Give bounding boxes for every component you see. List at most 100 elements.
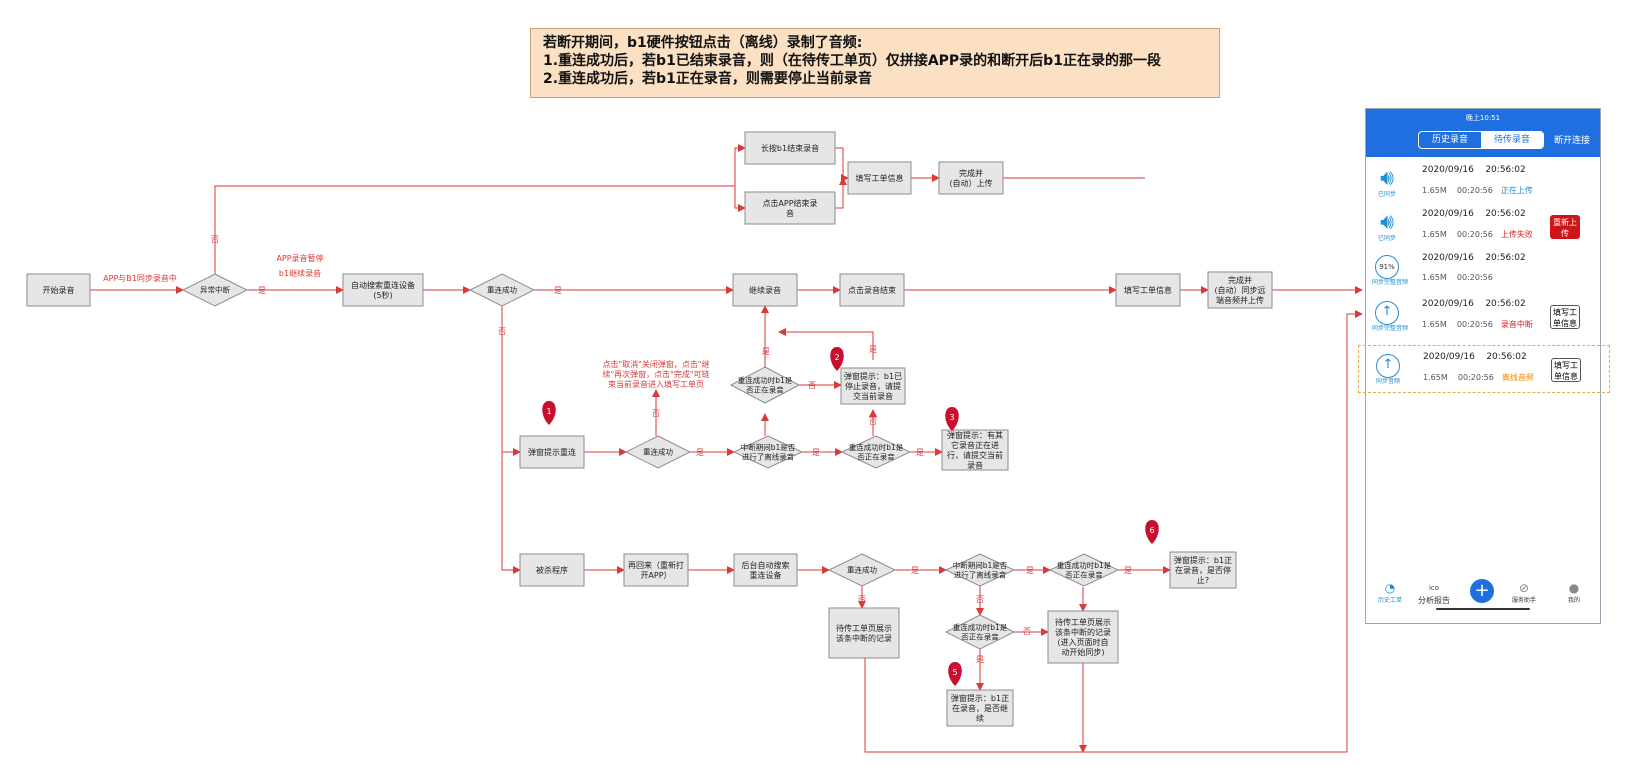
b1-recording-check-b-diamond xyxy=(840,435,912,469)
record-meta: 1.65M 00:20:56 xyxy=(1422,273,1493,282)
fill-order-button[interactable]: 填写工单信息 xyxy=(1550,305,1580,329)
complete-upload-top-box xyxy=(938,161,1004,195)
app-killed-label: 被杀程序 xyxy=(536,565,568,575)
record-row[interactable]: ↑同步完整音频 2020/09/16 20:56:02 1.65M 00:20:… xyxy=(1366,293,1600,343)
offline-recording-check-label: 进行了离线录音 xyxy=(742,451,795,461)
reconnect-success-3-diamond xyxy=(827,553,897,587)
progress-ring: 91%同步完整音频 xyxy=(1372,255,1408,291)
upload-arrow-icon: ↑同步完整音频 xyxy=(1372,301,1408,337)
no-label: 否 xyxy=(808,381,816,390)
popup-continue-question-box xyxy=(946,689,1014,727)
speaker-icon: 🔊︎已同步 xyxy=(1377,166,1396,199)
nav-service-assistant[interactable]: ⊘服务助手 xyxy=(1511,581,1536,604)
click-app-end-label: 音 xyxy=(786,208,794,218)
phone-header: 晚上10:51 历史录音 待传录音 断开连接 xyxy=(1366,109,1600,157)
pending-order-show-label: 待传工单页展示 xyxy=(836,623,892,633)
step-marker-icon xyxy=(542,401,556,425)
record-row[interactable]: 🔊︎已同步 2020/09/16 20:56:02 1.65M 00:20:56… xyxy=(1366,159,1600,209)
yes-label: 是 xyxy=(911,566,919,575)
cancel-hint-label: 续"再次弹窗，点击"完成"可链 xyxy=(602,369,709,379)
fill-order-button[interactable]: 填写工单信息 xyxy=(1551,358,1581,382)
click-app-end-box xyxy=(744,191,836,225)
yes-label: 是 xyxy=(696,448,704,457)
yes-label: 是 xyxy=(869,345,877,354)
phone-mockup: 晚上10:51 历史录音 待传录音 断开连接 🔊︎已同步 2020/09/16 … xyxy=(1358,108,1610,624)
app-pause-label: APP录音暂停 xyxy=(276,253,323,263)
offline-recording-check-2-label: 中断期间b1是否 xyxy=(953,560,1008,570)
popup-other-recording-box xyxy=(941,429,1009,471)
record-row-highlighted[interactable]: ↑同步音频 2020/09/16 20:56:02 1.65M 00:20:56… xyxy=(1358,345,1610,393)
note-line-2: 1.重连成功后，若b1已结束录音，则（在待传工单页）仅拼接APP录的和断开后b1… xyxy=(543,53,1161,69)
popup-continue-question-label: 在录音，是否继 xyxy=(952,703,1008,713)
b1-recording-check-b-label: 重连成功时b1是 xyxy=(849,442,904,452)
tab-history[interactable]: 历史录音 xyxy=(1431,135,1468,145)
complete-sync-upload-label: 完成并 xyxy=(1228,275,1252,285)
record-datetime: 2020/09/16 20:56:02 xyxy=(1422,253,1526,263)
record-datetime: 2020/09/16 20:56:02 xyxy=(1422,209,1526,219)
sync-recording-label: APP与B1同步录音中 xyxy=(103,273,177,283)
reupload-button[interactable]: 重新上传 xyxy=(1550,215,1580,239)
popup-reconnect-box xyxy=(519,435,585,469)
b1-recording-check-c-diamond xyxy=(1048,553,1120,587)
record-datetime: 2020/09/16 20:56:02 xyxy=(1422,165,1526,175)
add-icon[interactable]: + xyxy=(1470,579,1494,603)
step-marker-number: 2 xyxy=(834,353,839,362)
popup-b1-stopped-label: 停止录音，请提 xyxy=(845,381,901,391)
b1-continue-label: b1继续录音 xyxy=(279,268,321,278)
record-status: 正在上传 xyxy=(1500,186,1533,195)
popup-other-recording-label: 录音 xyxy=(967,460,983,470)
start-recording-label: 开始录音 xyxy=(43,285,75,295)
connector-line xyxy=(501,452,521,574)
fill-order-top-box xyxy=(847,161,912,195)
connector-line xyxy=(734,186,746,212)
pending-order-show-box xyxy=(828,607,900,659)
complete-upload-top-label: (自动）上传 xyxy=(949,178,992,188)
disconnect-button[interactable]: 断开连接 xyxy=(1553,136,1590,146)
cancel-hint-label: 点击"取消"关闭弹窗，点击"继 xyxy=(602,359,709,369)
offline-recording-check-label: 中断期间b1是否 xyxy=(741,442,796,452)
background-search-label: 重连设备 xyxy=(750,570,782,580)
note-line-1: 若断开期间，b1硬件按钮点击（离线）录制了音频: xyxy=(543,35,863,51)
pending-order-sync-label: 该条中断的记录 xyxy=(1055,627,1111,637)
popup-stop-question-label: 弹窗提示：b1正 xyxy=(1174,555,1232,565)
record-status: 上传失败 xyxy=(1500,230,1533,239)
popup-other-recording-label: 弹窗提示：有其 xyxy=(947,430,1003,440)
note-line-3: 2.重连成功后，若b1正在录音，则需要停止当前录音 xyxy=(543,71,872,87)
long-press-b1-end-box xyxy=(744,131,836,165)
nav-history-orders[interactable]: ◔历史工单 xyxy=(1377,581,1402,604)
yes-label: 是 xyxy=(1124,566,1132,575)
step-marker-number: 5 xyxy=(952,668,957,677)
reconnect-success-3-label: 重连成功 xyxy=(847,565,877,575)
no-label: 否 xyxy=(869,417,877,426)
complete-upload-top-label: 完成并 xyxy=(959,168,983,178)
b1-recording-check-b-label: 否正在录音 xyxy=(857,451,895,461)
popup-continue-question-label: 弹窗提示：b1正 xyxy=(951,693,1009,703)
click-end-recording-label: 点击录音结束 xyxy=(848,285,896,295)
yes-label: 是 xyxy=(916,448,924,457)
popup-stop-question-label: 止? xyxy=(1197,575,1209,585)
pending-order-sync-label: 待传工单页展示 xyxy=(1055,617,1111,627)
popup-other-recording-label: 它录音正在进 xyxy=(951,440,999,450)
record-row[interactable]: 91%同步完整音频 2020/09/16 20:56:02 1.65M 00:2… xyxy=(1366,247,1600,297)
b1-recording-check-d-label: 否正在录音 xyxy=(961,631,999,641)
nav-mine[interactable]: ●我的 xyxy=(1567,581,1580,604)
auto-search-device-label: (5秒) xyxy=(373,290,392,300)
fill-order-top-label: 填写工单信息 xyxy=(856,173,904,183)
no-label: 否 xyxy=(652,409,660,418)
connector-line xyxy=(864,658,1348,753)
record-row[interactable]: 🔊︎已同步 2020/09/16 20:56:02 1.65M 00:20:56… xyxy=(1366,203,1600,253)
step-marker-icon xyxy=(830,347,844,371)
continue-recording-box xyxy=(732,273,798,307)
reopen-app-label: 开APP） xyxy=(640,571,671,580)
step-marker-icon xyxy=(1145,520,1159,544)
b1-recording-check-c-label: 重连成功时b1是 xyxy=(1057,560,1112,570)
yes-label: 是 xyxy=(258,286,266,295)
tab-pending[interactable]: 待传录音 xyxy=(1481,132,1543,148)
yes-label: 是 xyxy=(554,286,562,295)
popup-stop-question-label: 在录音，是否停 xyxy=(1175,565,1231,575)
reconnect-success-label: 重连成功 xyxy=(487,285,517,295)
